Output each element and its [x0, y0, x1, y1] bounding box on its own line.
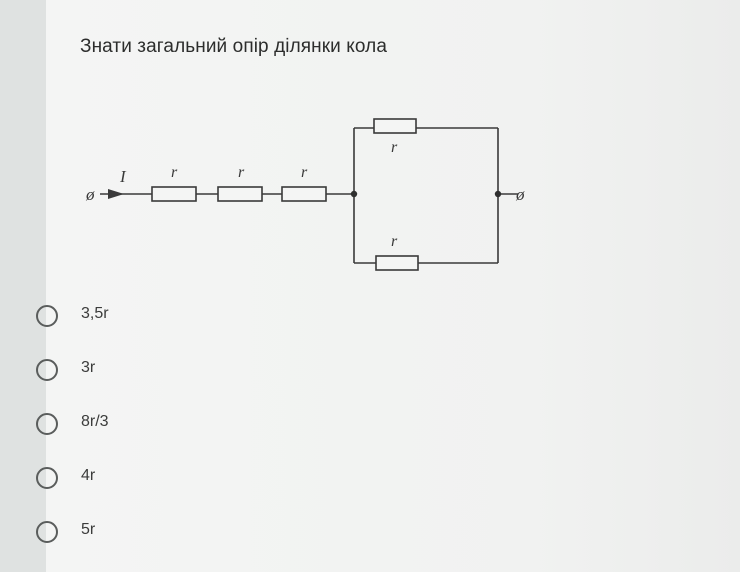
current-label: I	[119, 167, 127, 186]
option-2[interactable]: 3r	[34, 350, 294, 390]
radio-circle-icon[interactable]	[36, 521, 58, 543]
option-label: 4r	[81, 467, 96, 484]
resistor-parallel-bottom	[375, 255, 419, 271]
question-title: Знати загальний опір ділянки кола	[80, 36, 387, 57]
terminal-right: ø	[515, 185, 525, 204]
resistor-series-2	[217, 186, 263, 202]
option-label: 3r	[81, 359, 96, 376]
resistor-label-series-1: r	[171, 164, 178, 181]
resistor-parallel-top	[373, 118, 417, 134]
resistor-label-series-2: r	[238, 164, 245, 181]
circuit-diagram: ø ø I r r r r r	[85, 118, 525, 271]
radio-circle-icon[interactable]	[36, 467, 58, 489]
current-arrow-icon	[108, 189, 124, 199]
resistor-label-parallel-top: r	[391, 139, 398, 156]
question-card: Знати загальний опір ділянки кола	[46, 0, 740, 572]
terminal-left: ø	[85, 185, 95, 204]
option-5[interactable]: 5r	[34, 512, 294, 552]
resistor-series-1	[151, 186, 197, 202]
resistor-label-series-3: r	[301, 164, 308, 181]
resistor-series-3	[281, 186, 327, 202]
radio-circle-icon[interactable]	[36, 413, 58, 435]
junction-right	[494, 190, 502, 198]
radio-circle-icon[interactable]	[36, 359, 58, 381]
option-4[interactable]: 4r	[34, 458, 294, 498]
junction-left	[350, 190, 358, 198]
option-label: 3,5r	[81, 305, 109, 322]
option-3[interactable]: 8r/3	[34, 404, 294, 444]
radio-circle-icon[interactable]	[36, 305, 58, 327]
option-label: 5r	[81, 521, 96, 538]
option-1[interactable]: 3,5r	[34, 296, 294, 336]
resistor-label-parallel-bottom: r	[391, 233, 398, 250]
option-label: 8r/3	[81, 413, 109, 430]
